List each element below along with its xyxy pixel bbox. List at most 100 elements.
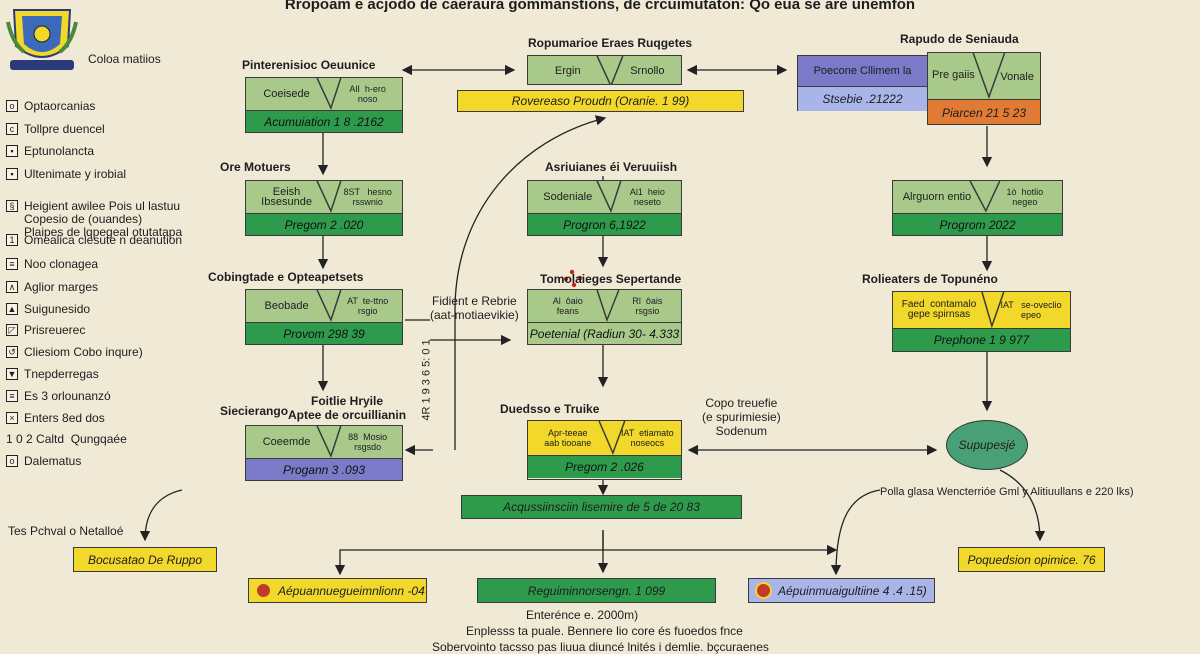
legend-item: ▪ Ultenimate y irobial	[6, 168, 126, 181]
legend-item-label: Aglior marges	[24, 280, 99, 294]
bar-poquedsion[interactable]: Poquedsion opimice. 76	[958, 547, 1105, 572]
heading-col1-mid: Ore Motuers	[220, 160, 291, 174]
legend-marker-icon: o	[6, 100, 18, 112]
legend-item: 1 0 2 Caltd Qungqaée	[6, 433, 127, 446]
node-ergin-left: Ergin	[554, 65, 581, 77]
node-progann-right: 88 Mosio rsgsdo	[348, 432, 388, 452]
legend-marker-icon: ∧	[6, 281, 18, 293]
bar-acqussiinsciin[interactable]: Acqussiinsciin lisemire de 5 de 20 83	[461, 495, 742, 519]
legend-marker-icon: c	[6, 123, 18, 135]
node-acumulation-value: Acumuiation 1 8 .2162	[246, 111, 402, 132]
node-progann-value: Progann 3 .093	[246, 459, 402, 480]
legend-marker-icon: o	[6, 455, 18, 467]
legend-heading: Coloa matiios	[88, 52, 161, 66]
legend-item-label: Es 3 orlounanzó	[24, 389, 111, 403]
bar-aepuinmuaig-label: Aépuinmuaigultiine 4 .4 .15)	[778, 583, 927, 598]
legend-marker-icon: ▲	[6, 303, 18, 315]
node-provom-value: Provom 298 39	[246, 323, 402, 344]
footer-line-1: Enterénce e. 2000m)	[526, 608, 639, 622]
legend-item-label: Suigunesido	[24, 302, 91, 316]
bar-aepuinmuaig[interactable]: Aépuinmuaigultiine 4 .4 .15)	[748, 578, 935, 603]
legend-item: ≡Noo clonagea	[6, 258, 98, 271]
legend-item: ◸ Prisreuerec	[6, 324, 85, 337]
node-progann-left: Coeemde	[262, 436, 311, 448]
node-piarcen-value: Piarcen 21 5 23	[928, 100, 1040, 124]
heading-col2-bottom: Duedsso e Truike	[500, 402, 600, 416]
legend-marker-icon: ▪	[6, 168, 18, 180]
node-ergin-srnollo[interactable]: Ergin Srnollo	[527, 55, 682, 85]
node-progann[interactable]: Coeemde 88 Mosio rsgsdo Progann 3 .093	[245, 425, 403, 481]
legend-item-label: Tollpre duencel	[24, 122, 105, 136]
legend-marker-icon: ◸	[6, 324, 18, 336]
legend-item-label: Heigient awilee Pois ul lastuu Copesio d…	[24, 199, 183, 239]
bar-bocusatao[interactable]: Bocusatao De Ruppo	[73, 547, 217, 572]
node-poetenial-left: Al ôaio feans	[552, 296, 583, 316]
heading-col1-bottom-a: Siecierango	[220, 404, 289, 418]
legend-item: ▪Eptunolancta	[6, 145, 94, 158]
node-poetenial-right: Rl ôais rsgsio	[632, 296, 663, 316]
node-prephone-value: Prephone 1 9 977	[893, 329, 1070, 351]
node-poetenial-value: Poetenial (Radiun 30- 4.333	[528, 323, 681, 344]
node-pregom-2020-left: Eeish Ibsesunde	[261, 186, 312, 208]
node-progron[interactable]: Sodeniale Al1 heio neseto Progron 6,1922	[527, 180, 682, 236]
heading-col1-top: Pinterenisioc Oeuunice	[242, 58, 376, 72]
node-srnollo-right: Srnollo	[630, 65, 665, 77]
badge-icon	[755, 582, 772, 599]
node-pregom-2026-right: IAT etiamato noseocs	[620, 428, 674, 448]
node-prephone[interactable]: Faed contamalo gepe spirnsas IAT se-ovec…	[892, 291, 1071, 352]
node-supupesje[interactable]: Supupesjé	[946, 420, 1028, 470]
heading-col3-top: Rapudo de Seniauda	[900, 32, 1019, 46]
legend-item: § Heigient awilee Pois ul lastuu Copesio …	[6, 200, 182, 239]
node-pregom-2026[interactable]: Apr-teeae aab tiooane IAT etiamato noseo…	[527, 420, 682, 480]
node-pregom-2026-left: Apr-teeae aab tiooane	[544, 428, 592, 448]
node-piarcen-left: Pre gaiis	[932, 69, 975, 81]
node-pregom-2020[interactable]: Eeish Ibsesunde 8ST hesno rsswnio Pregom…	[245, 180, 403, 236]
footer-line-2: Enplesss ta puale. Bennere lio core és f…	[466, 624, 743, 638]
legend-item: o Dalematus	[6, 455, 81, 468]
heading-col1-bottom-b: Foitlie Hryile Aptee de orcuillianin	[288, 394, 407, 422]
node-prephone-right: IAT se-oveclio epeo	[1000, 300, 1062, 320]
bar-aepuannuegue-label: Aépuannuegueimnlionn -04	[278, 583, 425, 598]
bottom-left-caption: Tes Pchval o Netalloé	[8, 524, 124, 538]
page-title: Rropoam e acjodo de caeraura gommanstion…	[284, 0, 916, 13]
heading-col2-low: Tomolaieges Sepertande	[540, 272, 682, 286]
legend-item-label: Ultenimate y irobial	[24, 167, 127, 181]
node-piarcen-right: Vonale	[1000, 71, 1034, 83]
node-provom[interactable]: Beobade AT te-ttno rsgio Provom 298 39	[245, 289, 403, 345]
node-poetenial[interactable]: Al ôaio feans Rl ôais rsgsio Poetenial (…	[527, 289, 682, 345]
legend-item: ▼Tnepderregas	[6, 368, 99, 381]
node-progrom-value: Progrom 2022	[893, 214, 1062, 235]
legend-marker-icon: §	[6, 200, 18, 212]
bar-reguiminnor[interactable]: Reguiminnorsengn. 1 099	[477, 578, 716, 603]
node-stsebie-value: Stsebie .21222	[798, 87, 927, 111]
legend-item-label: Prisreuerec	[24, 323, 86, 337]
side-label-b: Copo treuefie (e spurimiesie) Sodenum	[702, 396, 781, 438]
legend-item-label: Noo clonagea	[24, 257, 99, 271]
node-pregom-2020-right: 8ST hesno rsswnio	[343, 187, 392, 207]
legend-marker-icon: ▪	[6, 145, 18, 157]
legend-item-label: Dalematus	[24, 454, 82, 468]
node-progron-left: Sodeniale	[543, 191, 593, 203]
node-progron-right: Al1 heio neseto	[629, 187, 665, 207]
legend-item: ▲ Suigunesido	[6, 303, 90, 316]
bar-rovereaso[interactable]: Rovereaso Proudn (Oranie. 1 99)	[457, 90, 744, 112]
node-progrom-2022[interactable]: Alrguorn entio 1ò hotlio negeo Progrom 2…	[892, 180, 1063, 236]
node-stsebie[interactable]: Poecone Cllimem la Stsebie .21222	[797, 55, 928, 111]
legend-item: ≡ Es 3 orlounanzó	[6, 390, 111, 403]
legend-item: c Tollpre duencel	[6, 123, 105, 136]
node-progrom-right: 1ò hotlio negeo	[1006, 187, 1044, 207]
node-acumulation[interactable]: Coeisede AlI h-ero noso Acumuiation 1 8 …	[245, 77, 403, 133]
legend-item-label: 1 0 2 Caltd Qungqaée	[6, 432, 127, 446]
legend-item: ↺Cliesiom Cobo inqure)	[6, 346, 143, 359]
node-prephone-left: Faed contamalo gepe spirnsas	[901, 299, 977, 320]
legend-item-label: Cliesiom Cobo inqure)	[24, 345, 143, 359]
legend-item-label: Tnepderregas	[24, 367, 99, 381]
node-provom-right: AT te-ttno rsgio	[347, 296, 389, 316]
node-acumulation-right: AlI h-ero noso	[349, 84, 386, 104]
node-piarcen[interactable]: Pre gaiis Vonale Piarcen 21 5 23	[927, 52, 1041, 125]
bar-aepuannuegue[interactable]: Aépuannuegueimnlionn -04	[248, 578, 427, 603]
legend-marker-icon: ≡	[6, 390, 18, 402]
heading-col3-low: Rolieaters de Topunéno	[862, 272, 998, 286]
